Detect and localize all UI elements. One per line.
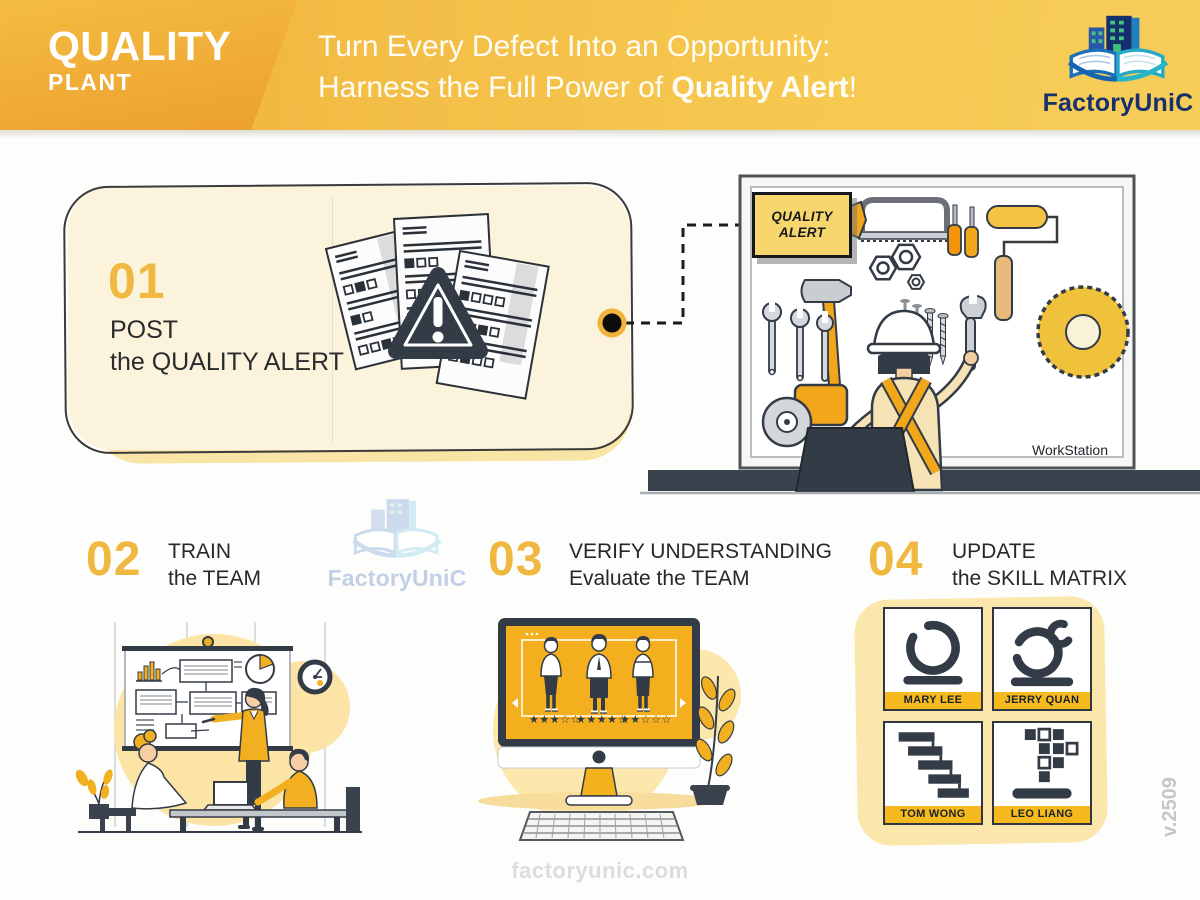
step1-number: 01 (108, 253, 166, 309)
skill-card-tom-wong: TOM WONG (883, 721, 983, 825)
circular-saw-icon (1036, 285, 1130, 379)
step1-label: POST the QUALITY ALERT (110, 316, 344, 376)
book-factory-icon (1067, 15, 1169, 82)
star-rating-3: ★★☆☆☆ (620, 714, 672, 726)
skill-icon-loop (885, 609, 981, 692)
documents-warning-illustration (324, 213, 550, 400)
quality-alert-sign: QUALITY ALERT (752, 192, 852, 258)
header-banner: QUALITY PLANT Turn Every Defect Into an … (0, 0, 1200, 130)
potted-plant (690, 675, 736, 805)
step3-label: VERIFY UNDERSTANDING Evaluate the TEAM (569, 540, 832, 590)
seated-listener-right (254, 748, 318, 809)
watermark-logo: FactoryUniC (318, 492, 476, 592)
member-name-bar: LEO LIANG (994, 806, 1090, 823)
member-name-bar: MARY LEE (885, 692, 981, 709)
header-diagonal-panel (0, 0, 298, 130)
skill-card-mary-lee: MARY LEE (883, 607, 983, 711)
factoryunic-logo: FactoryUniC (1040, 8, 1196, 118)
monitor-base (565, 795, 633, 806)
header-bottom-shadow (0, 130, 1200, 139)
plant-left (75, 769, 113, 819)
watermark-text: FactoryUniC (327, 565, 467, 591)
wrench-icons (762, 299, 834, 382)
star-rating-2: ★★★★☆ (576, 714, 628, 726)
laptop-illustration (794, 427, 916, 493)
watermark-book-icon (352, 499, 442, 558)
tape-measure-icon (761, 383, 849, 448)
step2-label: TRAIN the TEAM (168, 540, 261, 590)
carousel-left-arrow (512, 698, 518, 708)
pie-chart-doodle (234, 654, 275, 684)
star-rating-1: ★★★☆☆ (529, 714, 581, 726)
skill-icon-gantt (885, 723, 981, 806)
brand-quality-text: QUALITY (48, 23, 232, 69)
step4-number: 04 (868, 533, 924, 586)
brand-block: QUALITY PLANT (48, 24, 231, 96)
team-training-illustration (75, 622, 362, 833)
skill-card-jerry-quan: JERRY QUAN (992, 607, 1092, 711)
laptop-on-table (202, 781, 258, 811)
main-title-line1: Turn Every Defect Into an Opportunity: (318, 30, 831, 63)
website-url: factoryunic.com (511, 858, 689, 883)
screwdriver-icons (947, 204, 979, 258)
worker-illustration (830, 309, 979, 492)
warning-triangle-icon (388, 267, 488, 359)
wall-clock-icon (297, 659, 333, 695)
member-name-bar: JERRY QUAN (994, 692, 1090, 709)
evaluation-monitor-illustration (478, 618, 741, 841)
skill-icon-pixel-grid (994, 723, 1090, 806)
brand-plant-text: PLANT (48, 69, 133, 95)
seated-listener-left (131, 729, 188, 810)
member-name-bar: TOM WONG (885, 806, 981, 823)
skill-card-leo-liang: LEO LIANG (992, 721, 1092, 825)
meeting-table (96, 787, 360, 832)
main-title-line2: Harness the Full Power of Quality Alert! (318, 71, 858, 104)
workstation-illustration (640, 174, 1200, 495)
workstation-label: WorkStation (1032, 442, 1108, 458)
skill-icon-loop-hook (994, 609, 1090, 692)
main-title: Turn Every Defect Into an Opportunity: H… (318, 26, 1028, 108)
logo-text: FactoryUniC (1042, 89, 1194, 117)
candidate-figures (540, 634, 654, 714)
step2-number: 02 (86, 533, 142, 586)
step3-number: 03 (488, 533, 544, 586)
paint-roller-icon (986, 205, 1059, 321)
card-fold-line (332, 196, 333, 442)
monitor (497, 618, 701, 806)
bar-chart-doodle (136, 661, 162, 682)
document-right (435, 249, 550, 400)
connector-line (597, 223, 753, 338)
version-label: v.2509 (1159, 777, 1181, 837)
carousel-right-arrow (680, 698, 686, 708)
skill-matrix-panel: MARY LEE JERRY QUAN (883, 607, 1093, 825)
keyboard (518, 811, 685, 841)
connector-dot (597, 308, 627, 338)
nuts-icons (868, 243, 926, 290)
step4-label: UPDATE the SKILL MATRIX (952, 540, 1128, 590)
monitor-stand (580, 767, 618, 797)
